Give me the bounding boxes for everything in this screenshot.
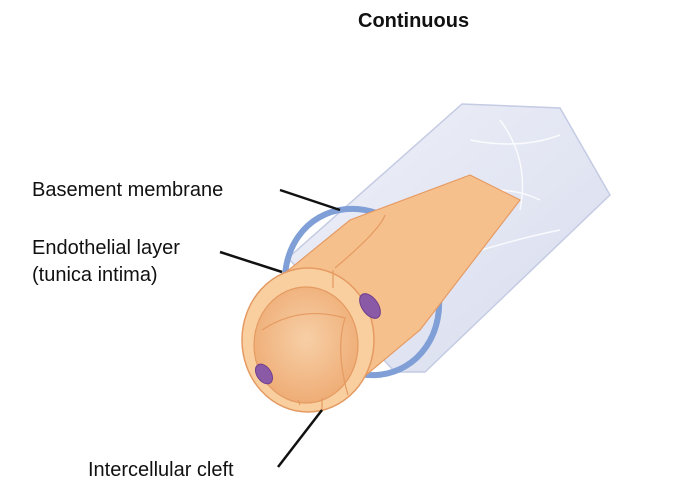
diagram-title: Continuous <box>358 10 470 32</box>
label-intercellular-cleft: Intercellular cleft <box>88 459 234 481</box>
label-basement-membrane: Basement membrane <box>32 179 224 201</box>
leader-basement-membrane <box>279 188 341 212</box>
leader-endothelial-layer <box>219 250 283 274</box>
label-endothelial-layer: Endothelial layer <box>32 237 180 259</box>
leader-intercellular-cleft <box>277 409 323 468</box>
lumen <box>253 286 359 404</box>
label-tunica-intima: (tunica intima) <box>32 264 158 286</box>
nucleus <box>254 363 274 385</box>
nucleus <box>359 293 381 319</box>
